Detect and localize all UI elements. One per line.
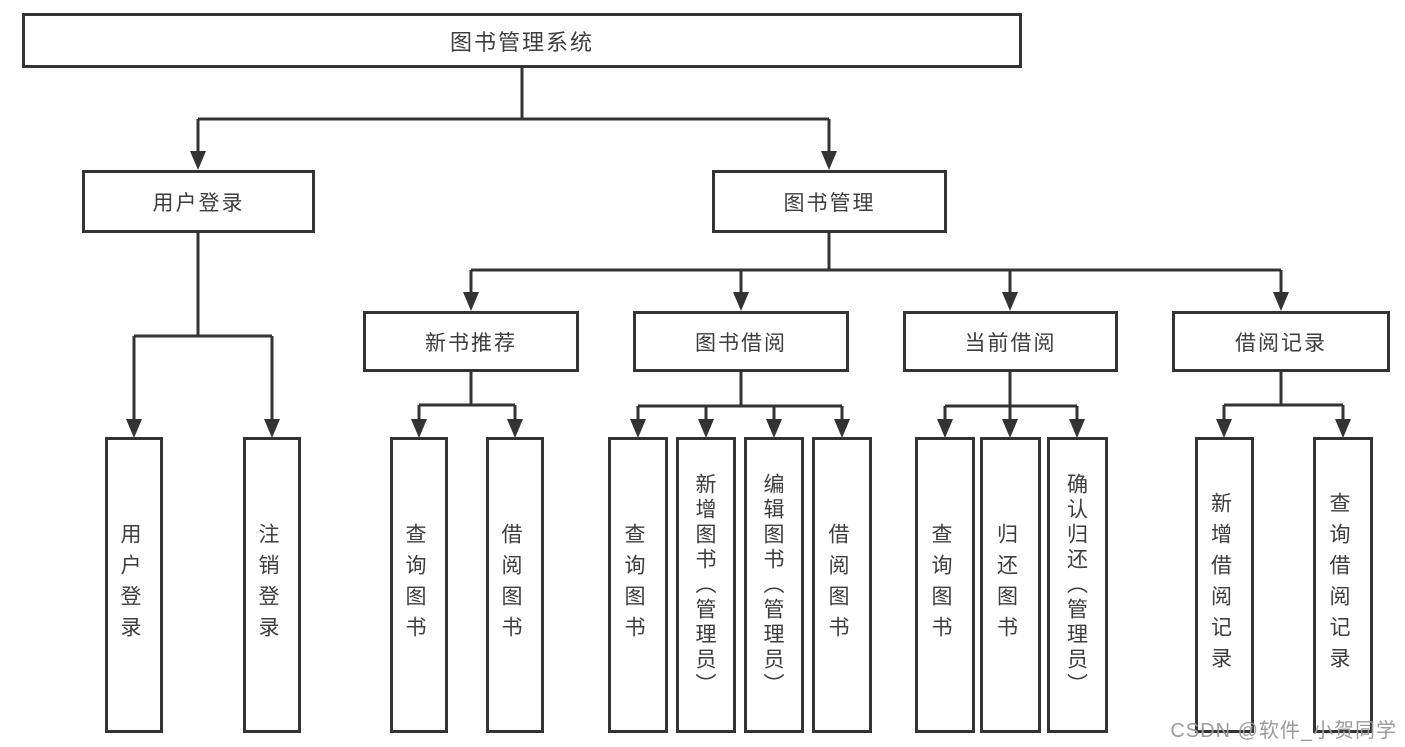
arrowheads: [126, 151, 1351, 438]
node-borrow-records: 借阅记录: [1172, 311, 1390, 372]
edge-borrow-leaves: [636, 372, 844, 421]
node-add-borrow-record-leaf: 新增借阅记录: [1195, 437, 1254, 733]
node-query-book-current-leaf: 查询图书: [915, 437, 975, 733]
node-add-book-admin-leaf: 新增图书（管理员）: [676, 437, 736, 733]
edge-mgmt-l3: [469, 233, 1283, 294]
edge-root-l2: [196, 68, 831, 153]
node-book-borrow: 图书借阅: [633, 311, 849, 372]
node-borrow-book-leaf: 借阅图书: [812, 437, 872, 733]
node-confirm-return-admin-leaf: 确认归还（管理员）: [1047, 437, 1108, 733]
node-return-book-leaf: 归还图书: [980, 437, 1041, 733]
node-borrow-book-recommend-leaf: 借阅图书: [486, 437, 544, 733]
node-user-login-leaf: 用户登录: [105, 437, 163, 733]
edge-recommend-leaves: [417, 372, 517, 421]
csdn-watermark: CSDN @软件_小贺同学: [1170, 720, 1397, 742]
edge-current-leaves: [943, 372, 1079, 421]
node-query-book-recommend-leaf: 查询图书: [390, 437, 448, 733]
node-logout-leaf: 注销登录: [243, 437, 301, 733]
node-new-book-recommend: 新书推荐: [363, 311, 579, 372]
node-book-management-module: 图书管理: [712, 170, 947, 233]
edge-login-leaves: [132, 233, 274, 421]
node-root-system: 图书管理系统: [22, 13, 1022, 68]
node-current-borrow: 当前借阅: [903, 311, 1118, 372]
node-user-login-module: 用户登录: [82, 170, 315, 233]
node-query-borrow-record-leaf: 查询借阅记录: [1313, 437, 1373, 733]
node-edit-book-admin-leaf: 编辑图书（管理员）: [744, 437, 804, 733]
edge-records-leaves: [1222, 372, 1345, 421]
node-query-book-borrow-leaf: 查询图书: [608, 437, 668, 733]
